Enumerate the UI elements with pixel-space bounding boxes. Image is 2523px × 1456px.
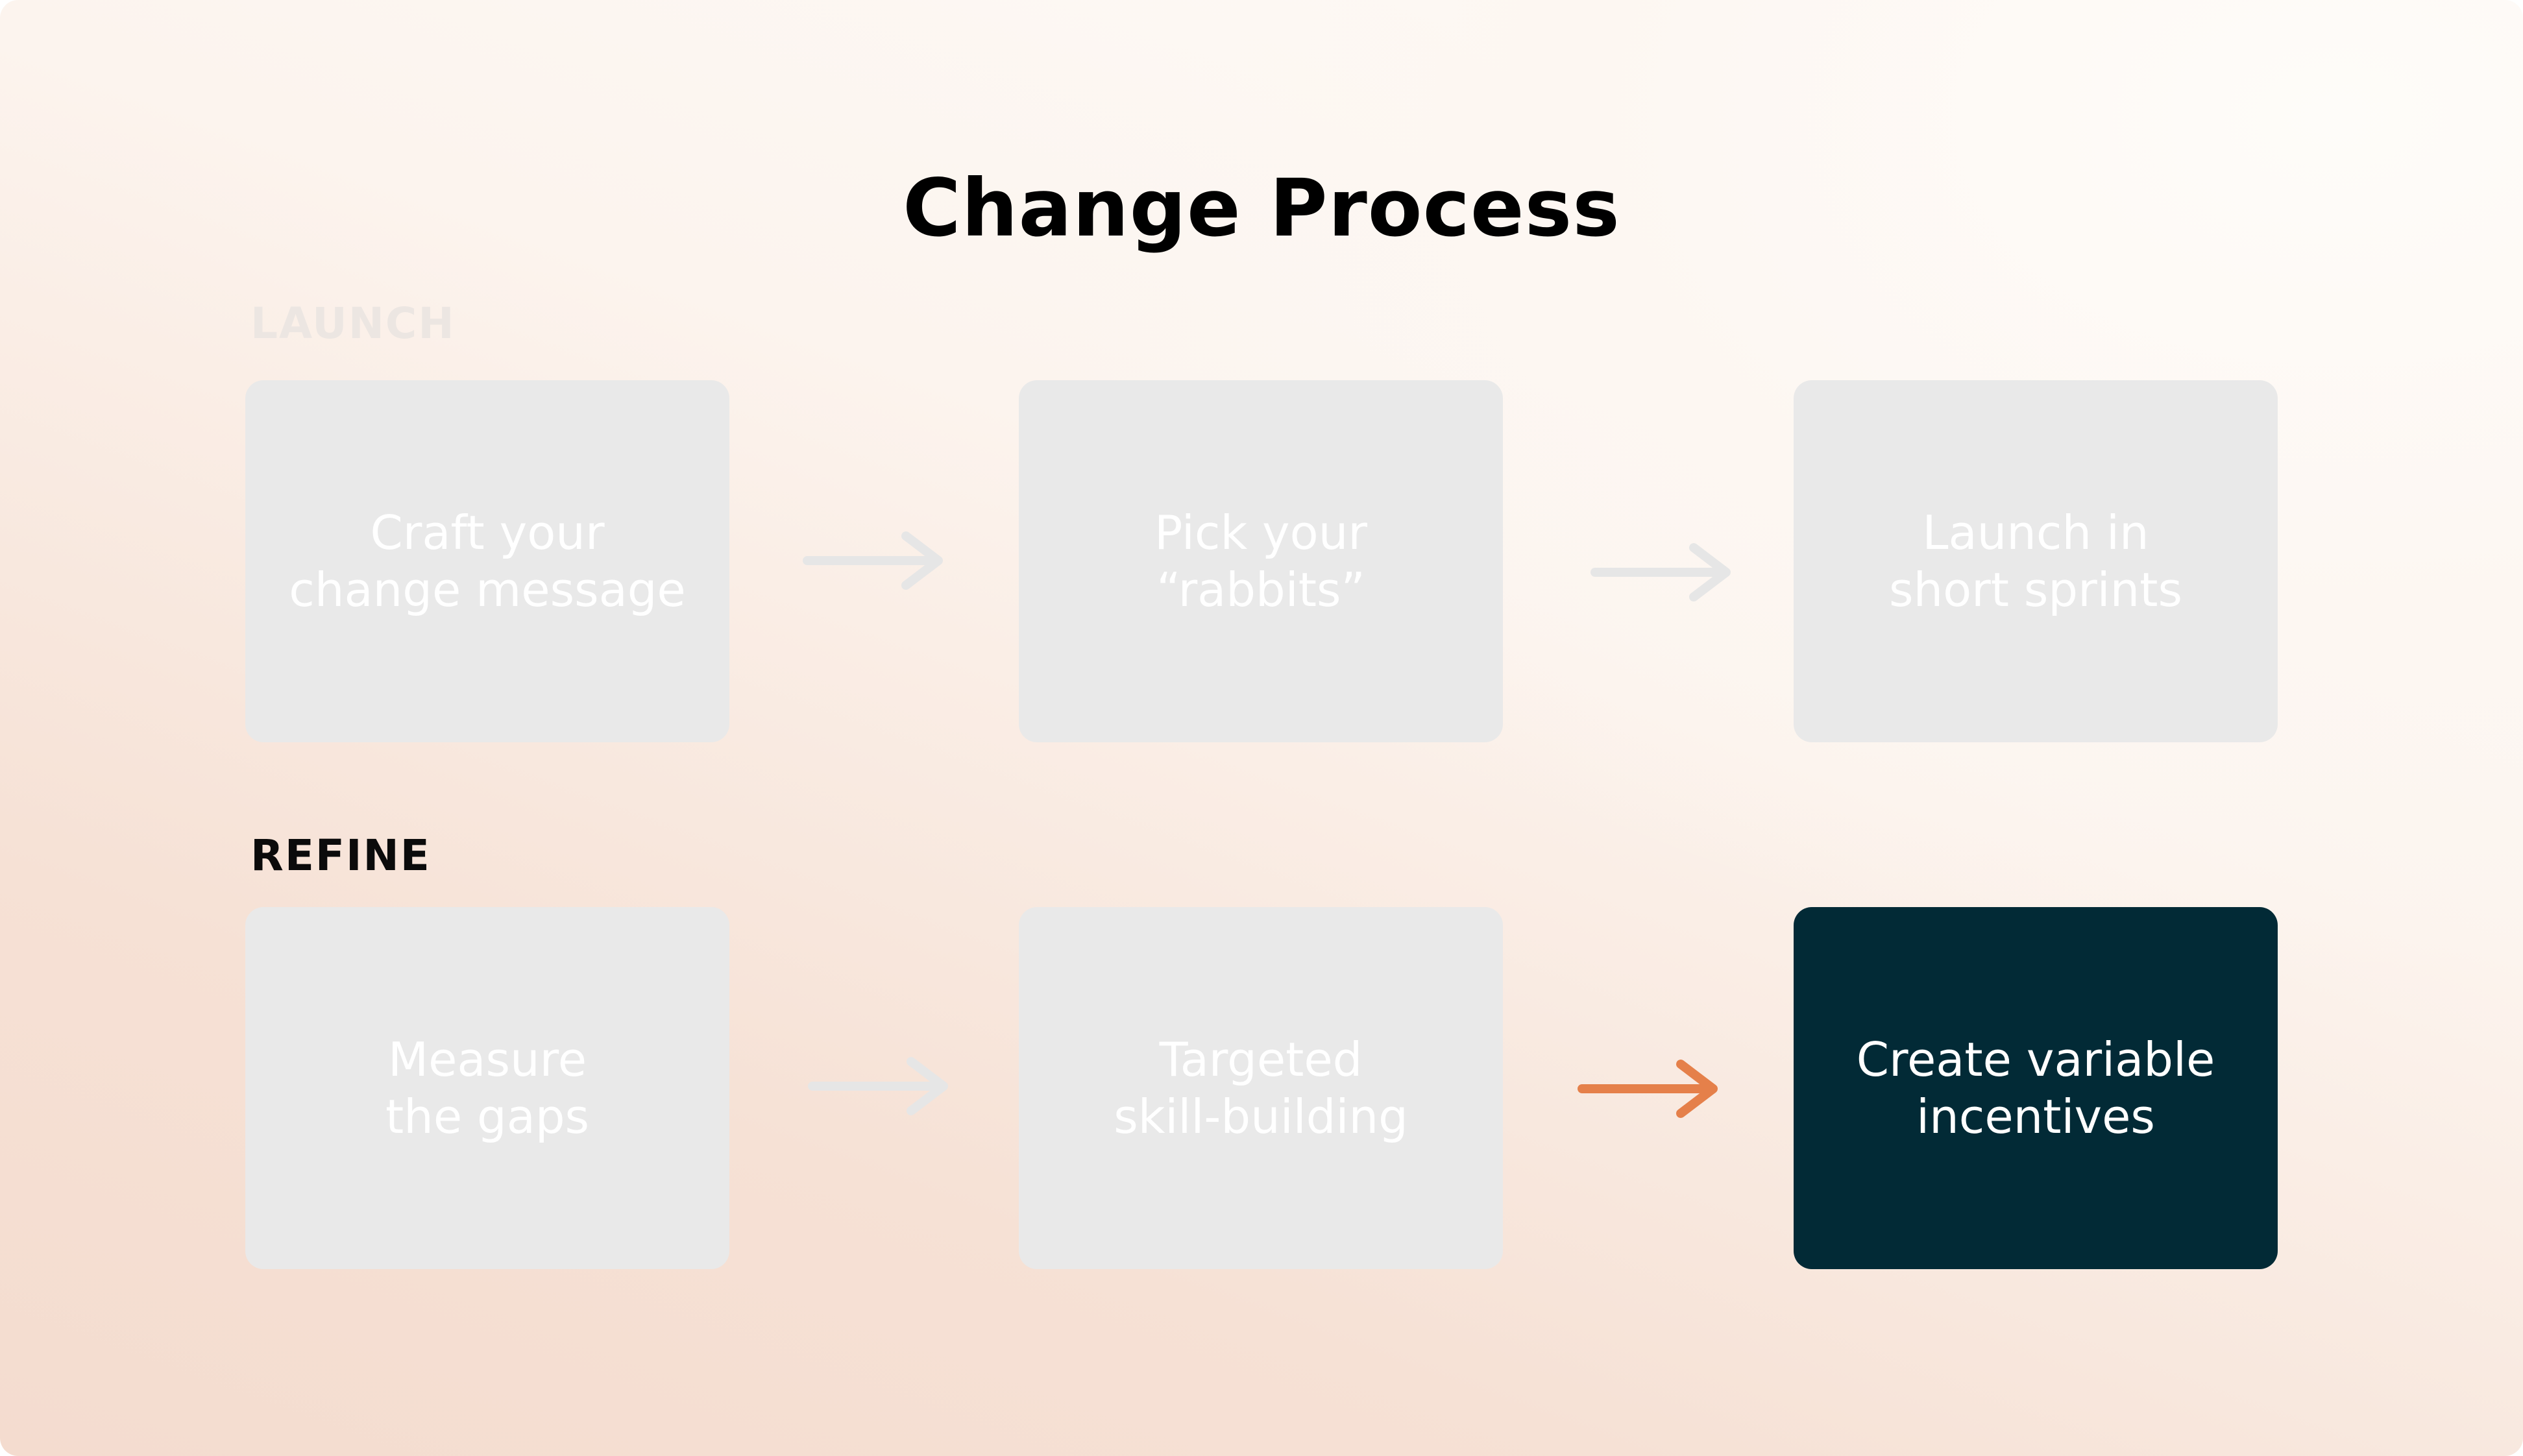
step-box-measure-gaps: Measure the gaps xyxy=(245,907,729,1269)
arrow-right-icon xyxy=(1591,543,1731,601)
step-label: Measure the gaps xyxy=(385,1032,590,1144)
step-label: Craft your change message xyxy=(289,505,686,617)
step-label: Create variable incentives xyxy=(1856,1032,2215,1144)
arrow-right-icon-highlighted xyxy=(1578,1060,1718,1118)
step-box-launch-sprints: Launch in short sprints xyxy=(1794,380,2278,742)
page-title: Change Process xyxy=(903,162,1620,254)
step-label: Launch in short sprints xyxy=(1888,505,2183,617)
step-box-pick-rabbits: Pick your “rabbits” xyxy=(1019,380,1503,742)
step-box-craft-message: Craft your change message xyxy=(245,380,729,742)
step-box-skill-building: Targeted skill-building xyxy=(1019,907,1503,1269)
step-label: Pick your “rabbits” xyxy=(1154,505,1367,617)
section-label-launch: LAUNCH xyxy=(250,298,456,348)
step-box-variable-incentives: Create variable incentives xyxy=(1794,907,2278,1269)
step-label: Targeted skill-building xyxy=(1114,1032,1408,1144)
arrow-right-icon xyxy=(803,531,943,590)
section-label-refine: REFINE xyxy=(250,831,431,880)
arrow-right-icon xyxy=(808,1057,948,1115)
